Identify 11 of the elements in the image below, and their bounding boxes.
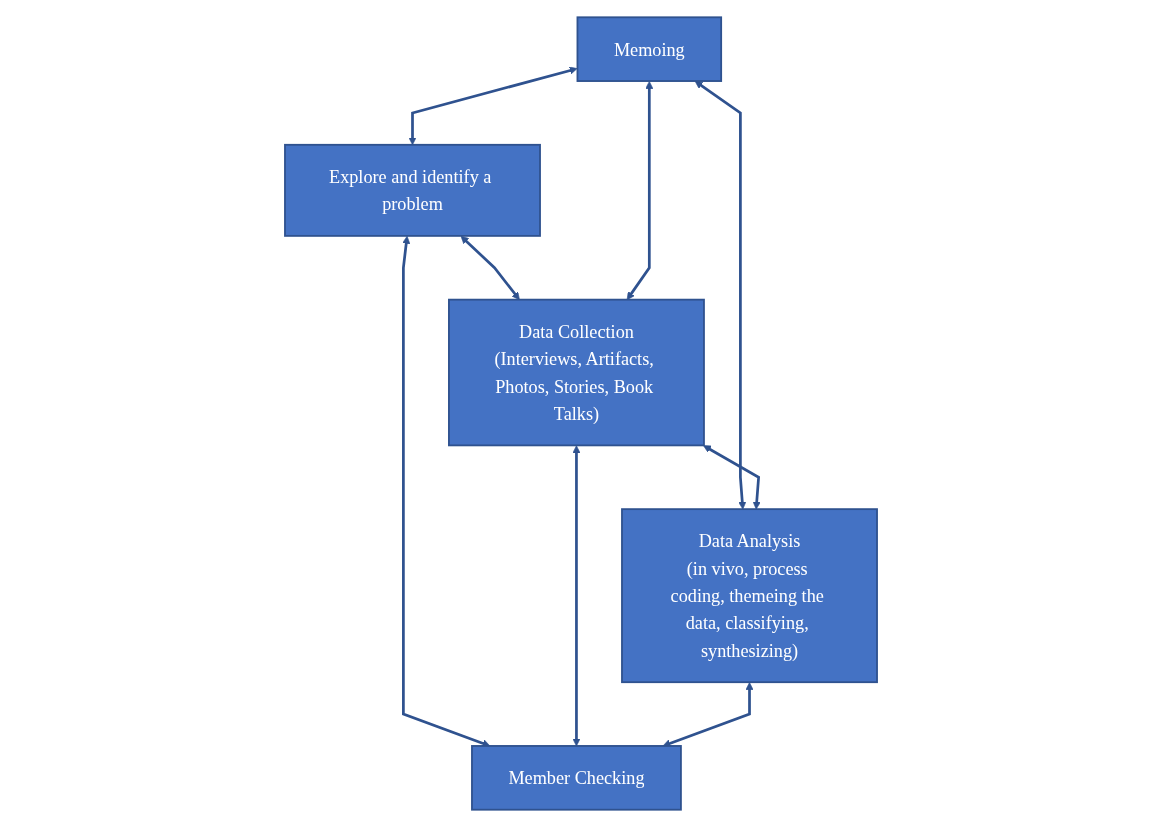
arrow <box>571 445 580 747</box>
node-box: Member Checking <box>470 745 682 811</box>
arrow <box>408 66 577 146</box>
node-box: Explore and identify a problem <box>283 143 541 237</box>
arrow <box>694 80 746 510</box>
node-box: Data Collection (Interviews, Artifacts, Photos, Stories, Book Talks) <box>447 298 705 447</box>
arrow <box>626 81 653 300</box>
arrow <box>702 445 761 510</box>
arrow <box>460 235 520 300</box>
node-box: Data Analysis (in vivo, process coding, themeing the data, classifying, synthesizing) <box>620 508 878 684</box>
node-box: Memoing <box>576 16 722 82</box>
